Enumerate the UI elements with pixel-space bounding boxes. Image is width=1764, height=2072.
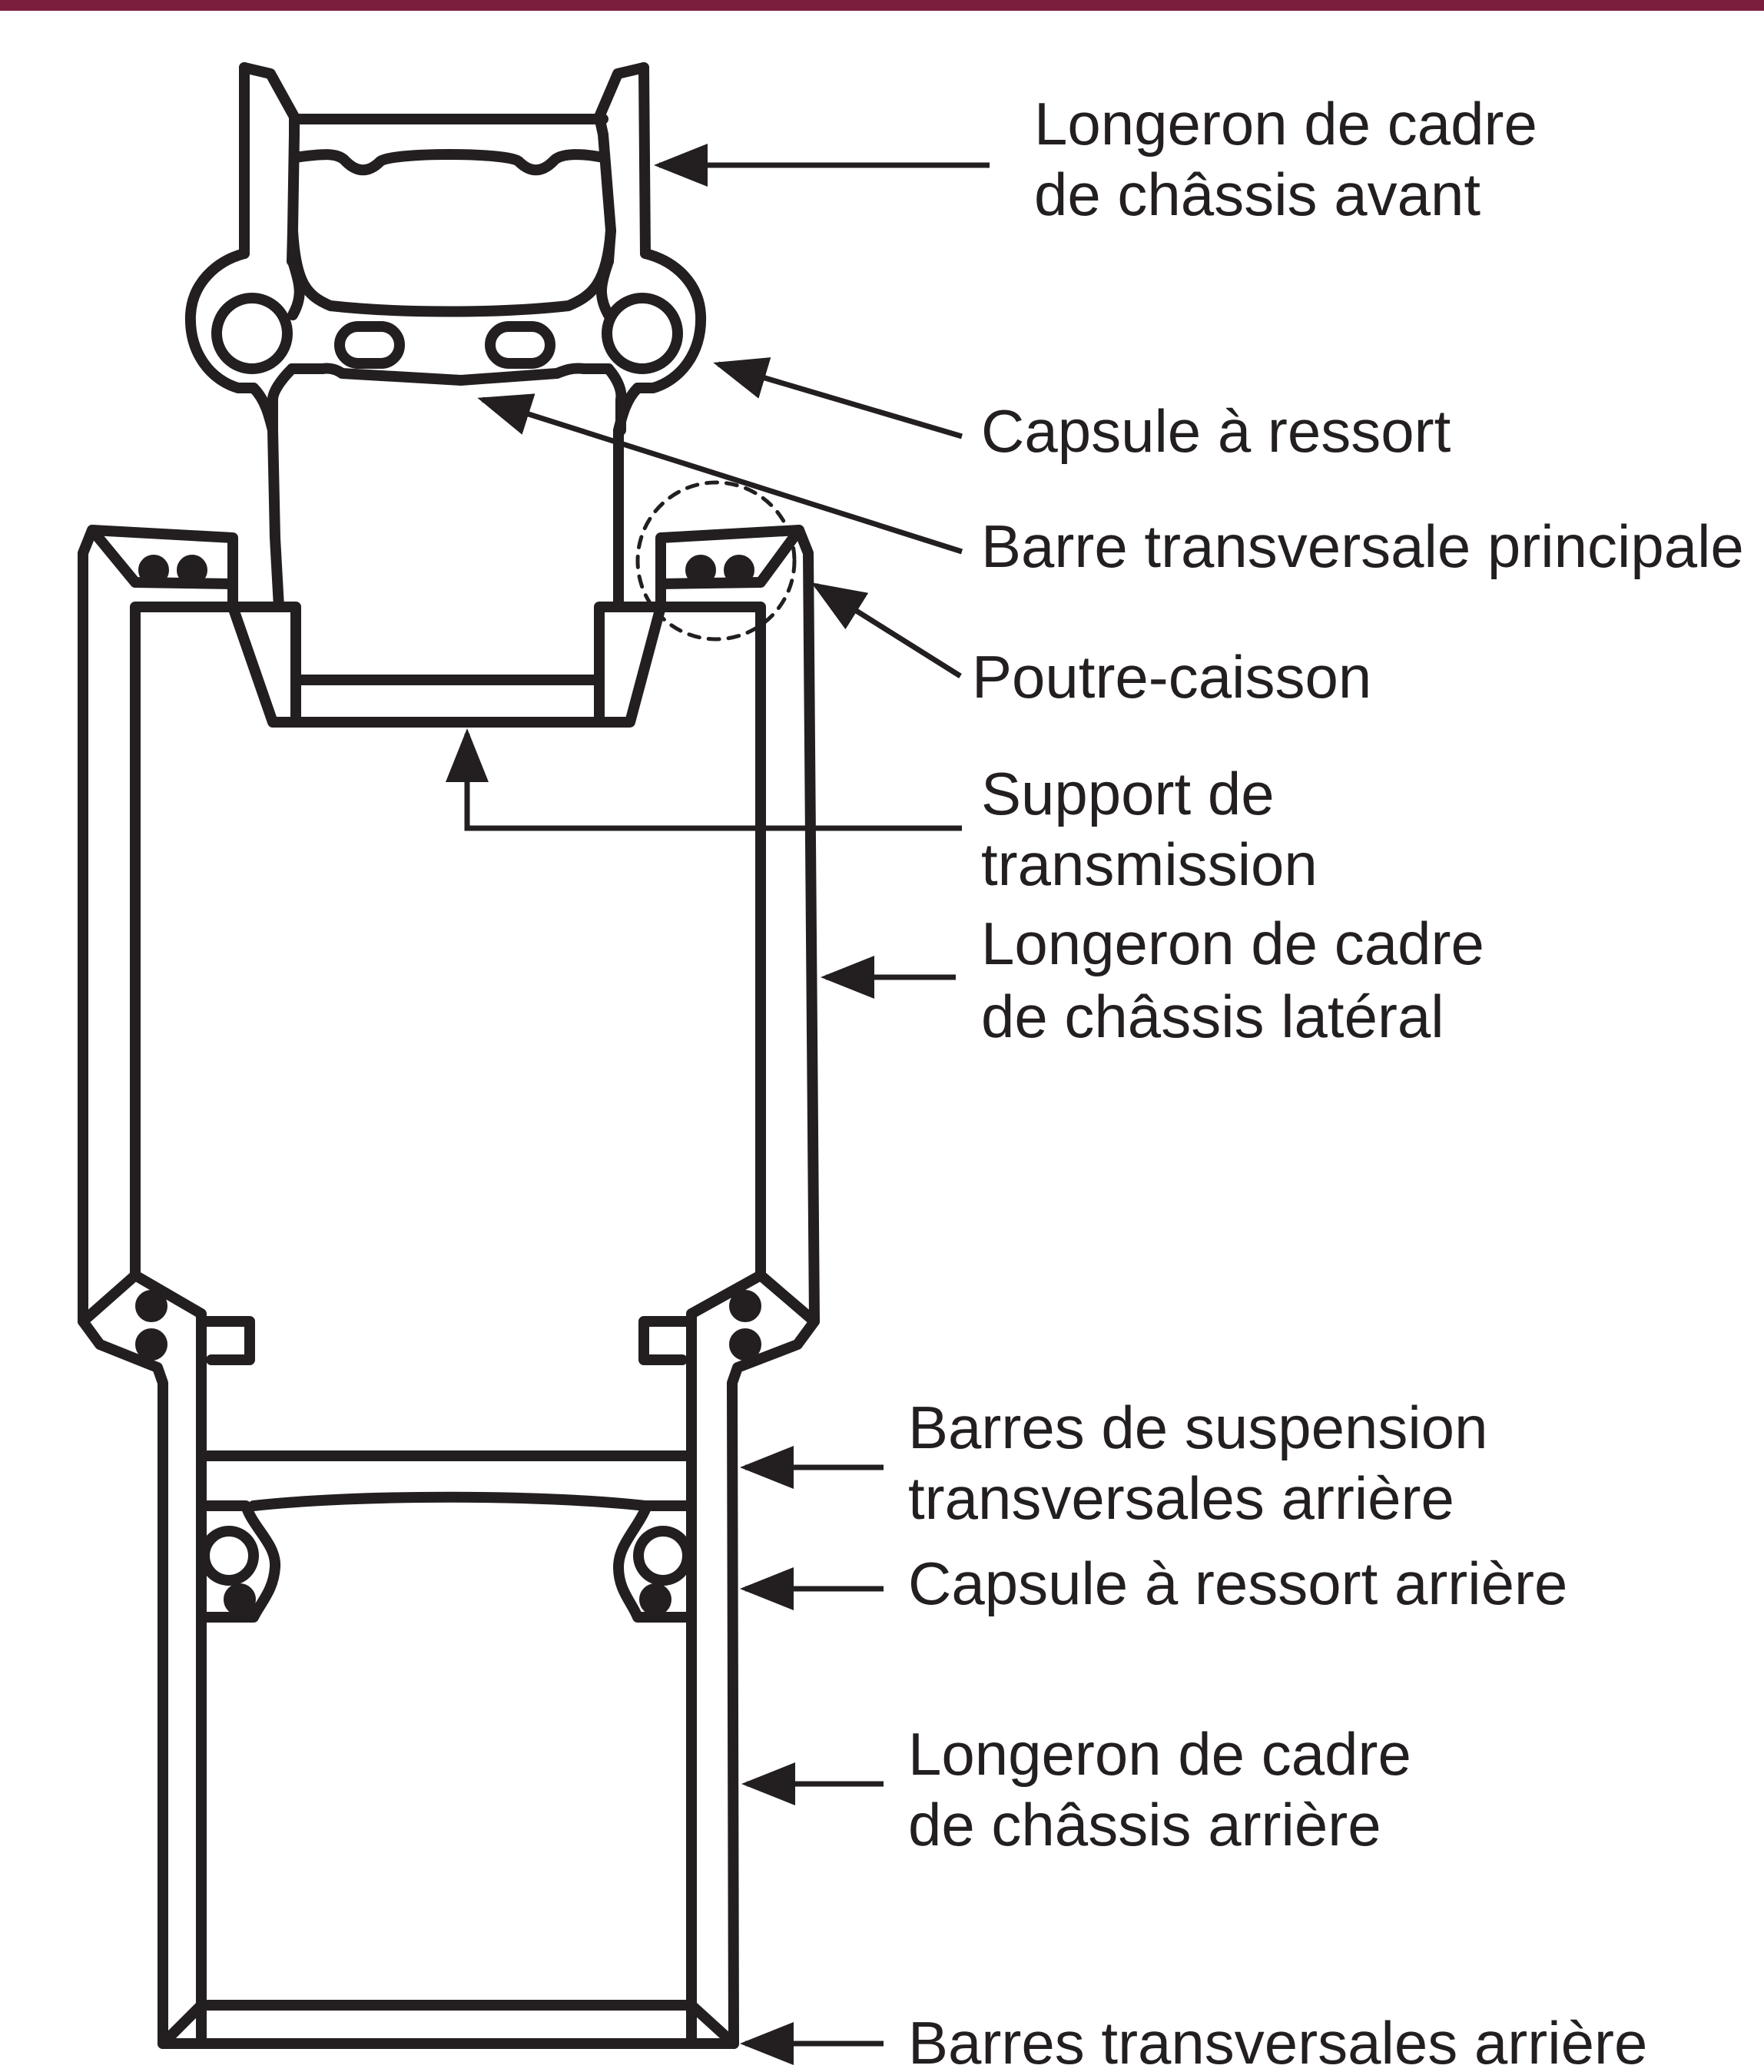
label-rear-suspension-line1: Barres de suspension: [908, 1394, 1487, 1461]
leader-main-crossbar: [477, 393, 963, 555]
rear-frame-rail-right: [638, 1270, 820, 2049]
spring-capsule-rear: [196, 1491, 697, 1623]
label-transmission-support-line1: Support de: [981, 760, 1275, 827]
box-beam-right: [655, 525, 820, 1327]
label-main-crossbar: Barre transversale principale: [981, 512, 1744, 580]
label-rear-suspension-line2: transversales arrière: [908, 1464, 1454, 1532]
box-beam-highlight: [635, 480, 797, 641]
label-transmission-support-line2: transmission: [981, 830, 1318, 898]
leader-spring-capsule: [713, 357, 963, 439]
rear-crossbars: [158, 2000, 739, 2049]
front-frame-rail: [239, 62, 651, 317]
transmission-support: [227, 602, 666, 728]
label-rear-crossbars: Barres transversales arrière: [908, 2009, 1647, 2072]
label-box-beam: Poutre-caisson: [972, 643, 1371, 711]
rear-frame-rail-left: [78, 1270, 255, 2049]
spring-capsule-front: [184, 248, 707, 393]
labels: Longeron de cadre de châssis avant Capsu…: [908, 90, 1744, 2072]
label-spring-capsule: Capsule à ressort: [981, 397, 1451, 465]
label-side-rail-line1: Longeron de cadre: [981, 910, 1484, 977]
leader-lines: [446, 144, 990, 2065]
label-rear-rail-line2: de châssis arrière: [908, 1791, 1381, 1858]
label-rear-spring-capsule: Capsule à ressort arrière: [908, 1550, 1567, 1617]
main-crossbar: [248, 363, 643, 612]
label-front-rail-line2: de châssis avant: [1034, 161, 1480, 228]
label-rear-rail-line1: Longeron de cadre: [908, 1720, 1411, 1788]
leader-box-beam: [811, 582, 962, 678]
label-side-rail-line2: de châssis latéral: [981, 983, 1444, 1050]
box-beam-left: [78, 525, 238, 1327]
label-front-rail-line1: Longeron de cadre: [1034, 90, 1537, 157]
accent-top-bar: [0, 0, 1764, 11]
leader-transmission-support: [446, 728, 962, 831]
